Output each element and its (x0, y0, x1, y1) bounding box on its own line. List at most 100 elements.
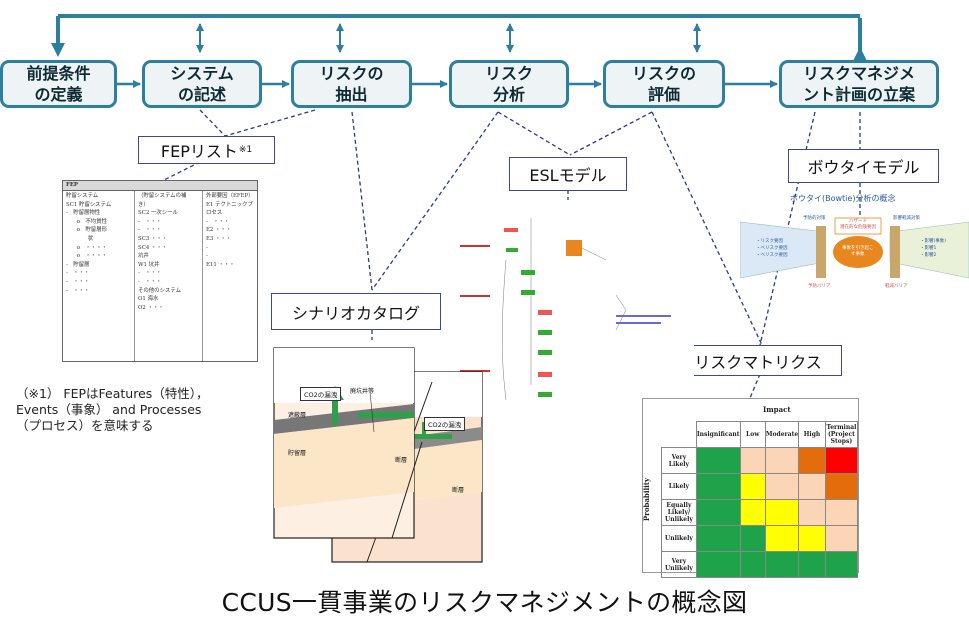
risk-matrix-cell (824, 499, 859, 526)
bowtie-threat: ・ベリスク要因 (756, 253, 788, 258)
scenario-label-leak-2: CO2の漏洩 (424, 417, 466, 431)
esl-node (566, 240, 582, 256)
risk-matrix-probability-header: Unlikely (661, 525, 697, 552)
esl-node (538, 310, 552, 315)
esl-node (538, 350, 552, 355)
fep-table-line: - ・・・ (66, 278, 90, 285)
fep-table-line: き） (138, 201, 149, 208)
risk-matrix-probability-header: Very Unlikely (661, 551, 697, 578)
fep-table-line: SC1 貯留システム (66, 201, 112, 208)
risk-matrix-probability-label: Probability (642, 477, 652, 522)
esl-note (460, 295, 490, 297)
fep-table-line: E11 ・・・ (206, 261, 235, 268)
risk-matrix-cell (695, 499, 741, 526)
esl-node (538, 330, 552, 335)
step-describe-system: システム の記述 (142, 60, 262, 108)
risk-matrix-cell (739, 499, 766, 526)
esl-left-notes (460, 245, 490, 372)
risk-matrix-cell (739, 447, 766, 474)
fep-table-line: SC2 一次シール (138, 210, 178, 217)
risk-matrix-probability-header: Equally Likely/ Unlikely (661, 499, 697, 526)
esl-model-diagram (456, 200, 694, 412)
esl-note (616, 315, 671, 317)
risk-matrix-cell (764, 499, 800, 526)
figure-title: CCUS一貫事業のリスクマネジメントの概念図 (221, 588, 748, 617)
risk-matrix-cell (764, 473, 800, 500)
step-plan-risk-management: リスクマネジメ ント計画の立案 (779, 60, 939, 108)
callout-fep-list: FEPリスト※1 (138, 136, 275, 164)
esl-note (460, 370, 490, 372)
risk-matrix-cell (798, 525, 826, 552)
esl-note (616, 322, 661, 324)
esl-nodes (504, 228, 582, 397)
callout-bowtie-model: ボウタイモデル (788, 149, 939, 183)
callout-fep-text: FEPリスト (160, 142, 238, 161)
bowtie-title: ボウタイ(Bowtie)分析の概念 (790, 194, 896, 203)
fep-column-external: 外部要因（EFEP）E1 テクトニックプロセス- ・・・E2 ・・・E3 ・・・… (203, 191, 259, 361)
risk-matrix-impact-header: Moderate (764, 421, 800, 448)
fep-table-line: - ・・・ (206, 218, 230, 225)
scenario-label-leak-1: CO2の漏洩 (300, 387, 342, 401)
risk-matrix-row: Likely (661, 473, 859, 500)
risk-matrix-cell (824, 473, 859, 500)
fep-table-line: - ・・・ (138, 278, 162, 285)
feedback-vertical-arrows (196, 23, 701, 53)
bowtie-hazard: ハザード 潜在的な危険要因 (840, 219, 876, 230)
risk-matrix-cell (764, 447, 800, 474)
bowtie-left-top: 予防的対策 (803, 216, 826, 221)
risk-matrix-cell (695, 551, 741, 578)
fep-table-line: ロセス (206, 210, 223, 217)
fep-table-line: 状 (66, 235, 93, 242)
risk-matrix-probability-header: Very Likely (661, 447, 697, 474)
fep-footnote: （※1） FEPはFeatures（特性）， Events（事象） and Pr… (16, 386, 209, 433)
risk-matrix-cell (764, 551, 800, 578)
risk-matrix-row: Very Likely (661, 447, 859, 474)
fep-table-line: その他のシステム (138, 287, 181, 294)
risk-matrix-cell (695, 447, 741, 474)
esl-right-notes (616, 315, 671, 324)
scenario-panel-front (273, 347, 423, 539)
feedback-loop (51, 14, 867, 61)
risk-matrix-impact-header: Insignificant (695, 421, 741, 448)
risk-matrix-cell (764, 525, 800, 552)
esl-node (538, 392, 552, 397)
bowtie-hazard-box (834, 217, 882, 235)
risk-matrix-row: Equally Likely/ Unlikely (661, 499, 859, 526)
risk-matrix-cell (798, 447, 826, 474)
bowtie-top-event (833, 236, 883, 268)
fep-table-line: o ・・・・ (66, 244, 107, 251)
bowtie-top-event-label: 事象を引き起こ す事象 (842, 246, 874, 257)
fep-table-line: - ・・・ (66, 270, 90, 277)
risk-matrix-cell (824, 447, 859, 474)
fep-column-supplement: （貯留システムの補き）SC2 一次シール- ・・・- ・・・SC3 ・・・SC4… (135, 191, 203, 361)
fep-table-line: - ・・・ (138, 227, 162, 234)
fep-table-line: - (206, 244, 208, 251)
esl-node (521, 270, 535, 275)
fep-table-line: O1 海水 (138, 296, 159, 303)
fep-table-line: - (206, 253, 208, 260)
esl-node (538, 372, 552, 377)
callout-risk-matrix: リスクマトリクス (674, 345, 842, 376)
fep-table-line: o 不均質性 (66, 218, 107, 225)
fep-table-header: FEP (63, 181, 257, 191)
risk-matrix-impact-header: High (798, 421, 826, 448)
risk-matrix-row: Very Unlikely (661, 551, 859, 578)
fep-table-line: o ・・・・ (66, 253, 107, 260)
fep-table-line: o 貯留層形 (66, 227, 107, 234)
fep-table-line: 坑井 (138, 253, 149, 260)
risk-matrix-cell (798, 551, 826, 578)
bowtie-consequence: ・影響1 (920, 246, 937, 251)
scenario-label-fault-1: 断層 (395, 457, 408, 464)
bowtie-right-label: 軽減バリア (885, 284, 908, 289)
esl-note (460, 245, 490, 247)
bowtie-consequence-list: ・影響(事象) ・影響1 ・影響2 (920, 238, 946, 259)
callout-fep-footnote-mark: ※1 (238, 145, 253, 155)
fep-table-line: - ・・・ (138, 218, 162, 225)
risk-matrix-cell (739, 551, 766, 578)
fep-table-line: 貯留システム (66, 193, 99, 199)
scenario-catalog-diagram (273, 347, 483, 563)
